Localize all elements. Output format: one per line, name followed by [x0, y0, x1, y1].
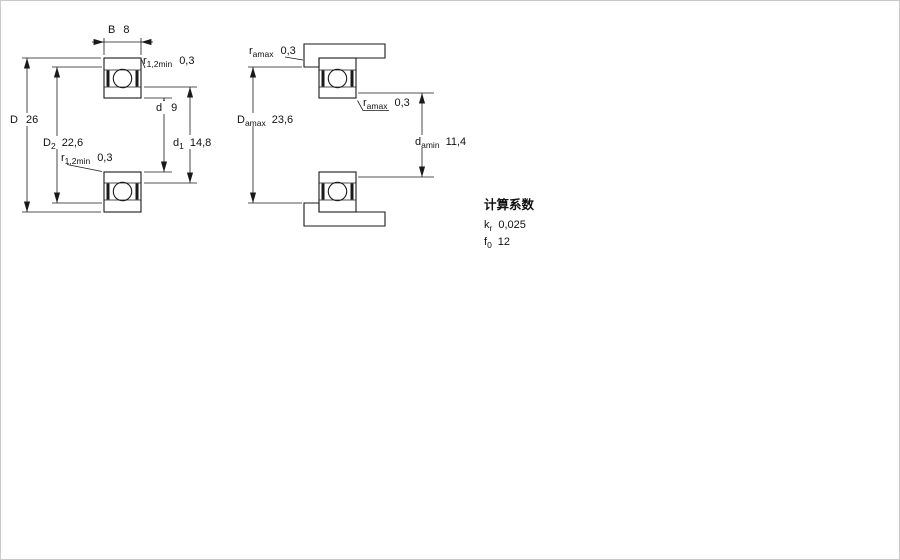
label-mask	[234, 113, 292, 126]
shield	[106, 183, 110, 200]
shield	[135, 70, 139, 87]
ball-element	[327, 181, 348, 202]
label-mask	[40, 136, 86, 149]
housing-block-top	[303, 43, 386, 68]
bearing-cross-section-bottom	[318, 171, 357, 213]
shield	[350, 183, 354, 200]
shield	[135, 183, 139, 200]
factors-title: 计算系数	[484, 197, 535, 212]
ball-element	[327, 68, 348, 89]
label-mask	[152, 101, 181, 114]
label-mask	[412, 135, 469, 148]
leader-line	[141, 59, 146, 69]
shield	[321, 70, 325, 87]
shield	[321, 183, 325, 200]
leader-line	[357, 100, 389, 111]
bearing-ring-section	[103, 171, 142, 213]
shield	[106, 70, 110, 87]
ball-element	[112, 181, 133, 202]
leader-line	[66, 164, 103, 172]
ball-element	[112, 68, 133, 89]
bearing-cross-section-top	[103, 57, 142, 99]
bearing-cross-section-bottom	[103, 171, 142, 213]
bearing-ring-section	[318, 171, 357, 213]
bearing-ring-section	[318, 57, 357, 99]
shield	[350, 70, 354, 87]
housing-block-bottom	[303, 202, 386, 227]
bearing-cross-section-top	[318, 57, 357, 99]
bearing-ring-section	[103, 57, 142, 99]
label-mask	[170, 135, 214, 149]
leader-line	[284, 56, 304, 61]
label-mask	[7, 113, 43, 126]
